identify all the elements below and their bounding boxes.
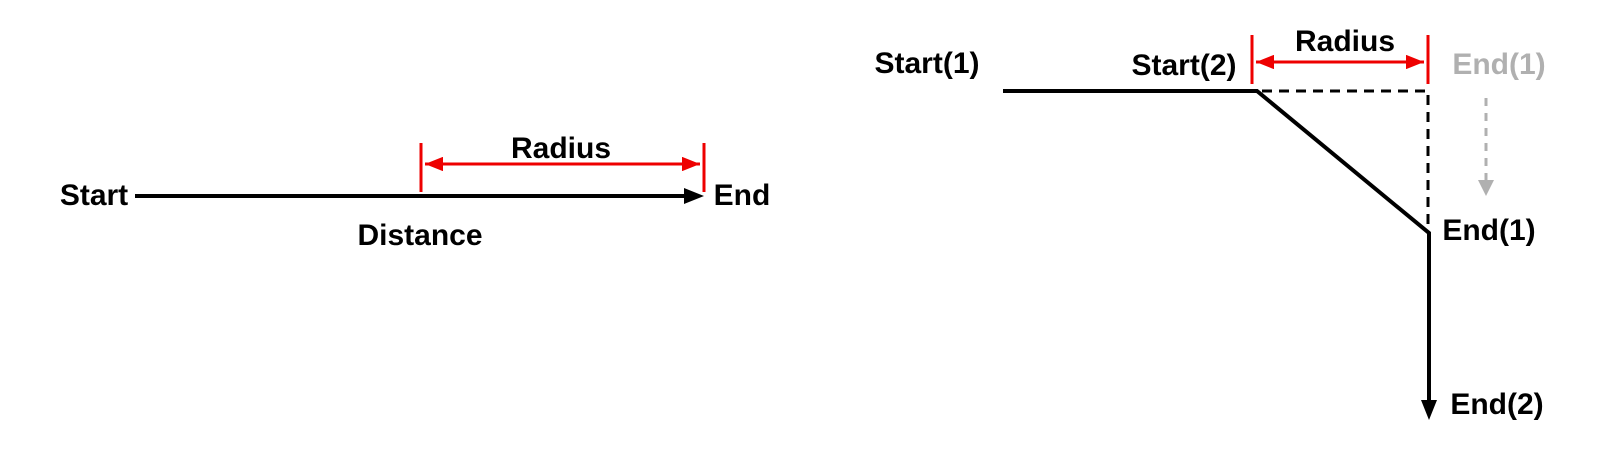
radius-dimension-left	[419, 143, 706, 192]
right-diagram	[1003, 35, 1494, 420]
end1-faded-label: End(1)	[1452, 48, 1546, 81]
radius-dimension-right	[1250, 35, 1430, 84]
end-label: End	[713, 179, 771, 212]
left-diagram	[135, 143, 706, 204]
radius-label-left: Radius	[510, 132, 612, 165]
start2-label: Start(2)	[1131, 49, 1237, 82]
ghost-end-arrow	[1478, 98, 1494, 196]
offset-path-arrow	[1003, 89, 1437, 420]
original-path-dashed	[1262, 89, 1430, 226]
end1-label: End(1)	[1442, 214, 1536, 247]
start1-label: Start(1)	[874, 47, 980, 80]
ghost-arrowhead	[1478, 180, 1494, 196]
radius-label-right: Radius	[1294, 25, 1396, 58]
start-label: Start	[59, 179, 129, 212]
end2-label: End(2)	[1450, 388, 1544, 421]
distance-label: Distance	[357, 219, 483, 252]
